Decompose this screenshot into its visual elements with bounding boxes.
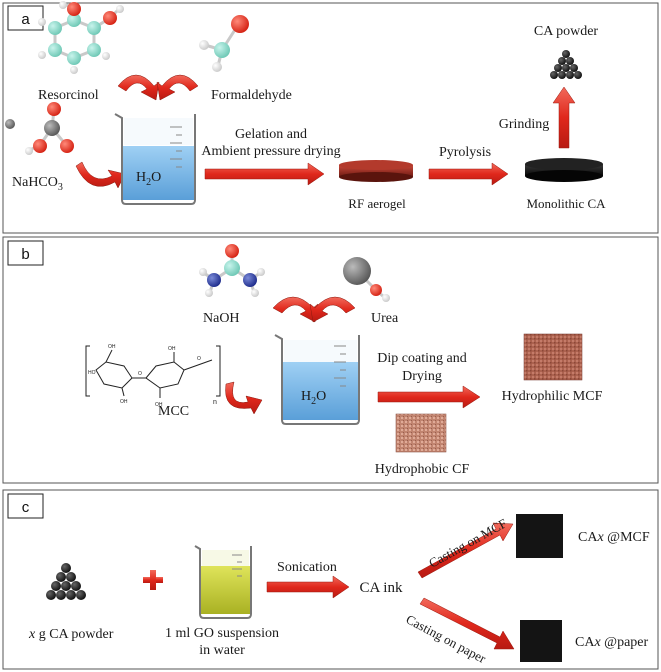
- panel-b-tag: b: [21, 246, 29, 263]
- panel-c-frame: [2, 489, 659, 670]
- cax-paper-prefix: CA: [575, 635, 595, 650]
- formaldehyde-label: Formaldehyde: [211, 88, 292, 103]
- naoh-label: NaOH: [203, 311, 240, 326]
- cax-mcf-suffix: @MCF: [604, 530, 650, 545]
- ca-powder-pile-icon: [550, 50, 582, 79]
- hydrophobic-cf-label: Hydrophobic CF: [375, 462, 470, 477]
- beaker-icon: [274, 334, 360, 425]
- svg-text:OH: OH: [108, 344, 116, 350]
- gelation-label-line1: Gelation and: [235, 127, 307, 142]
- go-beaker-icon: [194, 545, 252, 619]
- monolithic-ca-label: Monolithic CA: [526, 196, 606, 211]
- casting-paper-label: Casting on paper: [404, 611, 489, 666]
- cellulose-atom-labels: OH HO O OH OH OH On: [88, 344, 217, 408]
- curved-arrow-icon: [272, 296, 319, 323]
- resorcinol-label: Resorcinol: [38, 88, 99, 103]
- process-arrow-icon: [377, 385, 481, 409]
- beaker-a-water-label: H2O: [136, 170, 161, 188]
- cax-mcf-swatch: [516, 514, 563, 558]
- nahco3-molecule-icon: [5, 102, 74, 155]
- cax-paper-swatch: [520, 620, 562, 662]
- urea-label: Urea: [371, 311, 399, 326]
- go-suspension-label-line2: in water: [199, 643, 245, 658]
- panel-a-tag: a: [21, 11, 30, 28]
- mcc-label: MCC: [158, 404, 189, 419]
- casting-paper-arrow-icon: [419, 597, 515, 650]
- nahco3-text: NaHCO: [12, 175, 58, 190]
- panel-b-tag-box: [7, 240, 44, 266]
- gelation-label-line2: Ambient pressure drying: [201, 144, 340, 159]
- svg-text:HO: HO: [88, 370, 96, 376]
- beaker-b-water-label: H2O: [301, 389, 326, 407]
- curved-arrow-icon: [117, 74, 160, 101]
- water-subscript: 2: [146, 177, 151, 188]
- svg-text:OH: OH: [120, 399, 128, 405]
- water-h: H: [301, 389, 311, 404]
- svg-text:O: O: [138, 371, 142, 377]
- water-subscript: 2: [311, 396, 316, 407]
- plus-icon: [143, 570, 163, 590]
- svg-text:OH: OH: [168, 346, 176, 352]
- curved-arrow-icon: [156, 74, 199, 101]
- powder-label-text: g CA powder: [35, 627, 114, 642]
- cax-mcf-x: x: [596, 530, 604, 545]
- water-o: O: [151, 170, 161, 185]
- dip-coating-label-line2: Drying: [402, 369, 442, 384]
- cellulose-structure-icon: [85, 345, 221, 398]
- dip-coating-label-line1: Dip coating and: [377, 351, 466, 366]
- cax-mcf-prefix: CA: [578, 530, 598, 545]
- go-suspension-label-line1: 1 ml GO suspension: [165, 626, 279, 641]
- sonication-label: Sonication: [277, 560, 337, 575]
- hydrophilic-mcf-swatch: [523, 333, 583, 381]
- svg-text:n: n: [213, 399, 217, 406]
- rf-aerogel-label: RF aerogel: [348, 196, 406, 211]
- rf-aerogel-disk-icon: [339, 160, 413, 182]
- curved-arrow-icon: [75, 161, 126, 189]
- curved-arrow-icon: [225, 381, 263, 415]
- panel-a-frame: [2, 2, 659, 234]
- process-arrow-icon: [204, 162, 325, 186]
- ca-powder-label: CA powder: [534, 24, 599, 39]
- water-o: O: [316, 389, 326, 404]
- cax-paper-label: CAx @paper: [575, 635, 648, 650]
- powder-label: x g CA powder: [28, 627, 114, 642]
- pyrolysis-label: Pyrolysis: [439, 145, 491, 160]
- hydrophilic-mcf-label: Hydrophilic MCF: [502, 389, 603, 404]
- process-arrow-icon: [428, 162, 509, 186]
- svg-text:O: O: [197, 356, 201, 362]
- casting-mcf-arrow-icon: [417, 522, 514, 579]
- water-h: H: [136, 170, 146, 185]
- curved-arrow-icon: [309, 296, 356, 323]
- casting-mcf-label: Casting on MCF: [426, 515, 509, 570]
- powder-x-variable: x: [28, 627, 36, 642]
- panel-b: b NaOH Urea: [2, 236, 659, 484]
- process-arrow-icon: [266, 575, 350, 599]
- cax-mcf-label: CAx @MCF: [578, 530, 650, 545]
- ca-ink-label: CA ink: [360, 580, 403, 596]
- grinding-label: Grinding: [499, 117, 550, 132]
- panel-c-tag-box: [7, 493, 44, 519]
- naoh-molecule-icon: [199, 244, 265, 297]
- urea-molecule-icon: [343, 257, 390, 302]
- hydrophobic-cf-swatch: [395, 413, 447, 453]
- grinding-arrow-icon: [552, 86, 576, 149]
- panel-a-tag-box: [7, 5, 44, 31]
- monolithic-ca-disk-icon: [525, 158, 603, 182]
- resorcinol-molecule-icon: [38, 1, 124, 74]
- nahco3-subscript: 3: [58, 182, 63, 193]
- beaker-icon: [114, 113, 196, 205]
- ca-powder-pile-icon: [46, 563, 86, 600]
- formaldehyde-molecule-icon: [199, 15, 249, 72]
- svg-text:OH: OH: [155, 402, 163, 408]
- cax-paper-x: x: [593, 635, 601, 650]
- panel-a: a Resorcinol: [2, 1, 659, 234]
- panel-b-frame: [2, 236, 659, 484]
- panel-c: c x g CA powder 1 ml GO suspension in wa…: [2, 489, 659, 670]
- cax-paper-suffix: @paper: [601, 635, 649, 650]
- nahco3-label: NaHCO3: [12, 175, 63, 193]
- panel-c-tag: c: [22, 499, 30, 516]
